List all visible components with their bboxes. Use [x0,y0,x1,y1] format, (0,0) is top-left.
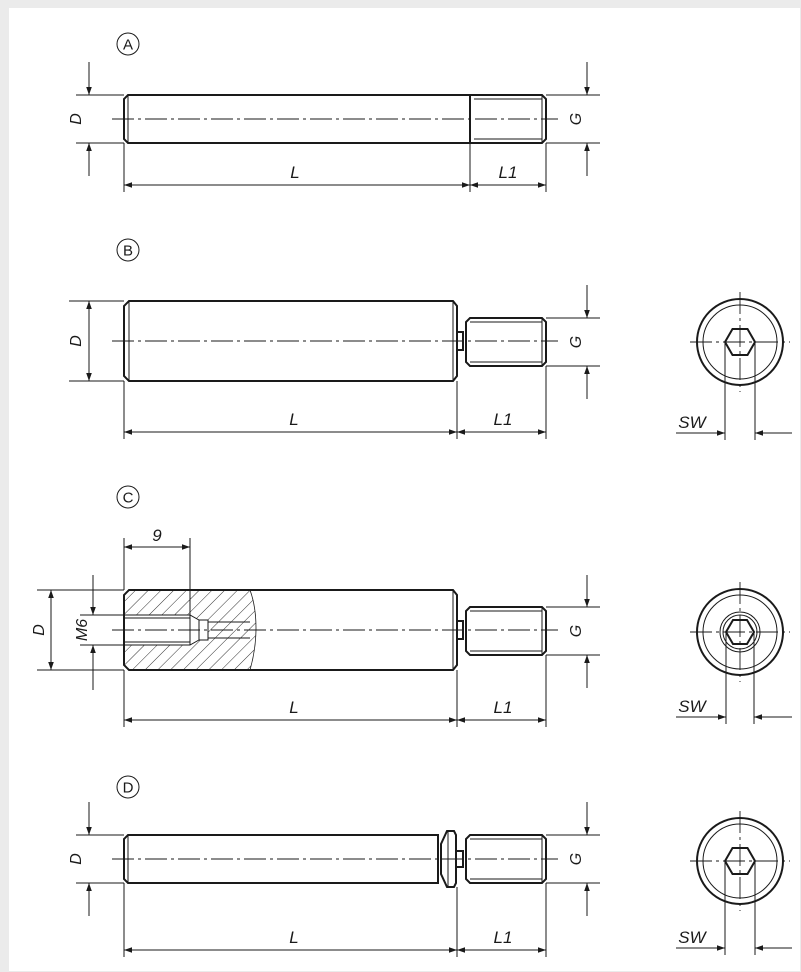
variant-d-d-label: D [68,853,85,865]
variant-d-dim-length: L L1 [123,883,547,957]
variant-c-sw-label: SW [678,697,707,716]
variant-a-dim-length: L L1 [123,143,547,192]
variant-a-d-label: D [68,113,85,125]
variant-d-end-view: SW [676,811,792,955]
variant-c-dim-d: D [31,589,124,671]
variant-c-g-label: G [568,625,585,637]
variant-b-dim-d: D [68,300,124,382]
variant-c: C 9 [31,485,792,727]
variant-a: A D G [68,32,600,192]
variant-d-l1-label: L1 [494,928,513,947]
variant-b-badge: B [116,238,140,262]
variant-c-l1-label: L1 [494,698,513,717]
variant-b-d-label: D [68,335,85,347]
variant-c-dim-g: G [546,575,600,688]
variant-d-l-label: L [289,928,298,947]
variant-b-dim-g: G [546,285,600,399]
variant-c-badge: C [116,485,140,509]
variant-d-dim-g: G [546,802,600,916]
variant-c-dim-9: 9 [123,526,191,615]
variant-b-dim-length: L L1 [123,366,547,439]
variant-c-l-label: L [289,698,298,717]
variant-a-pin [112,94,558,144]
variant-d-sw-label: SW [678,928,707,947]
variant-c-pin [112,589,558,671]
variant-d-badge: D [116,775,140,799]
drawing-panel [9,8,800,971]
variant-d-g-label: G [568,853,585,865]
variant-d-pin [112,830,558,888]
variant-c-end-view: SW [676,582,792,724]
variant-c-dim-length: L L1 [123,655,547,727]
variant-b-letter: B [123,243,133,260]
section-hatching [124,590,256,670]
variant-b-pin [112,300,558,382]
variant-d: D D G [68,775,792,957]
variant-d-letter: D [123,780,134,797]
variant-a-l-label: L [290,163,299,182]
variant-c-d-label: D [31,624,48,636]
variant-b-l-label: L [289,410,298,429]
variant-b-l1-label: L1 [494,410,513,429]
variant-a-l1-label: L1 [499,163,518,182]
variant-b-end-view: SW [676,292,792,440]
variant-b-sw-label: SW [678,413,707,432]
variant-d-dim-d: D [68,802,124,916]
variant-a-dim-g: G [546,62,600,176]
variant-c-dim-m6: M6 [74,575,124,690]
variant-a-badge: A [116,32,140,56]
variant-b-g-label: G [568,336,585,348]
variant-a-letter: A [123,37,133,54]
variant-c-9-label: 9 [152,526,162,545]
variant-b: B D G [68,238,792,440]
variant-c-letter: C [123,490,134,507]
variant-c-m6-label: M6 [74,619,91,641]
variant-a-dim-d: D [68,62,124,176]
variant-a-g-label: G [568,113,585,125]
